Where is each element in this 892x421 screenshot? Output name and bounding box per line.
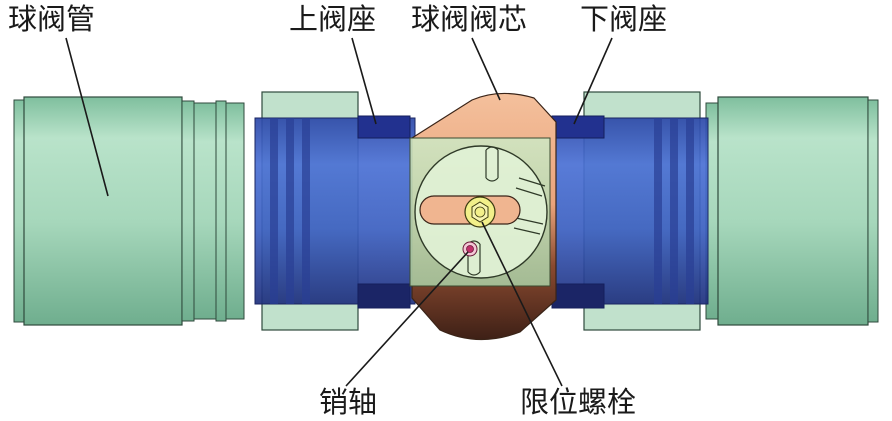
label-ball-valve-core: 球阀阀芯 xyxy=(411,2,528,36)
right-lower-seat-band xyxy=(551,283,605,309)
right-pipe xyxy=(705,96,879,326)
label-lower-valve-seat: 下阀座 xyxy=(580,2,668,36)
left-lower-seat-band xyxy=(357,283,411,309)
label-limit-bolt: 限位螺栓 xyxy=(520,385,637,419)
limit-bolt xyxy=(464,196,496,228)
leader-lines xyxy=(65,37,613,387)
disc-slots xyxy=(467,146,546,276)
left-pipe xyxy=(13,96,245,326)
right-blue-body xyxy=(547,117,709,305)
upper-valve-seat xyxy=(357,115,411,139)
label-pin-shaft: 销轴 xyxy=(319,385,378,419)
left-blue-body xyxy=(254,117,416,305)
pin-shaft xyxy=(462,241,478,257)
label-ball-valve-pipe: 球阀管 xyxy=(8,2,96,36)
lower-valve-seat xyxy=(551,115,605,139)
label-upper-valve-seat: 上阀座 xyxy=(289,2,377,36)
